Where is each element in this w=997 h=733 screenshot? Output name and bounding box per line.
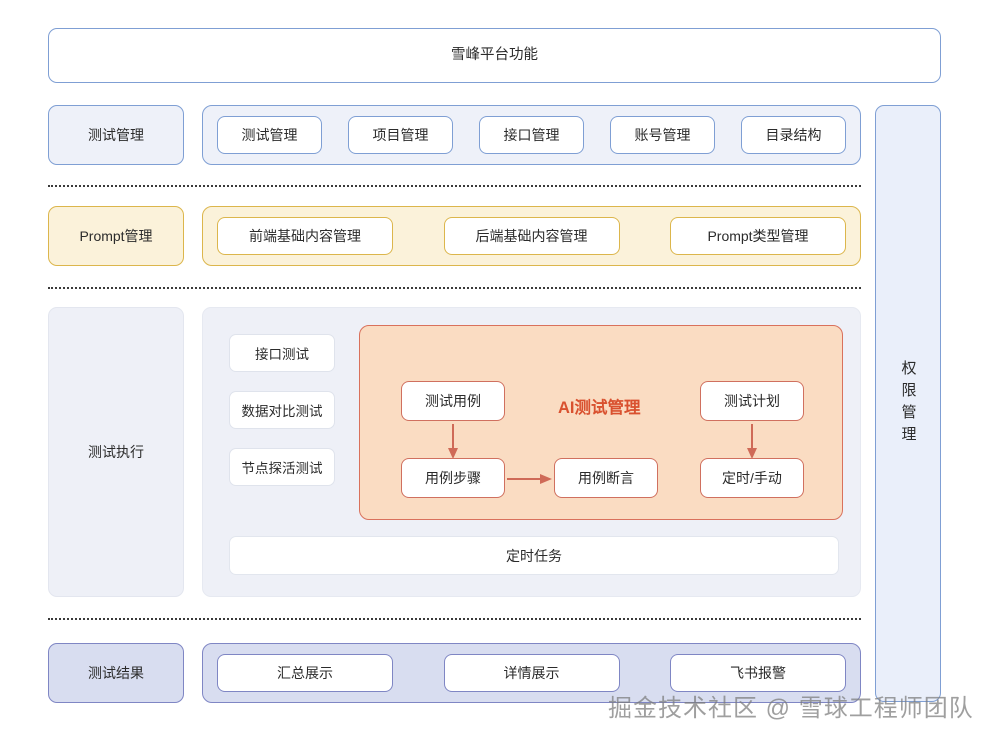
chip-project-management-label: 项目管理 — [372, 127, 429, 143]
row-label-test-execution[interactable]: 测试执行 — [48, 307, 184, 597]
chip-directory-structure[interactable]: 目录结构 — [741, 116, 846, 154]
chip-frontend-base-content[interactable]: 前端基础内容管理 — [217, 217, 393, 255]
arrow-right-icon-step-to-assert — [507, 474, 552, 484]
chip-account-management[interactable]: 账号管理 — [610, 116, 715, 154]
ai-node-test-case[interactable]: 测试用例 — [401, 381, 505, 421]
ai-node-case-assertion-label: 用例断言 — [578, 470, 634, 486]
chip-interface-test[interactable]: 接口测试 — [229, 334, 335, 372]
permission-management-label: 权限管理 — [899, 359, 917, 448]
ai-test-management-panel: AI测试管理 测试用例 用例步骤 用例断言 测试计划 — [359, 325, 843, 520]
permission-management-panel[interactable]: 权限管理 — [875, 105, 941, 702]
ai-node-case-steps[interactable]: 用例步骤 — [401, 458, 505, 498]
chip-test-management[interactable]: 测试管理 — [217, 116, 322, 154]
chip-backend-base-content[interactable]: 后端基础内容管理 — [443, 217, 620, 255]
chip-backend-base-content-label: 后端基础内容管理 — [475, 228, 588, 244]
chip-node-liveness-test-label: 节点探活测试 — [241, 461, 323, 476]
row-label-test-result[interactable]: 测试结果 — [48, 643, 184, 703]
row-label-test-result-text: 测试结果 — [88, 664, 144, 681]
chip-prompt-type-management[interactable]: Prompt类型管理 — [670, 217, 846, 255]
chip-interface-management[interactable]: 接口管理 — [479, 116, 584, 154]
row-label-test-management-text: 测试管理 — [88, 126, 144, 143]
row-label-prompt-management[interactable]: Prompt管理 — [48, 206, 184, 266]
chip-project-management[interactable]: 项目管理 — [348, 116, 453, 154]
row-label-test-management[interactable]: 测试管理 — [48, 105, 184, 165]
chip-node-liveness-test[interactable]: 节点探活测试 — [229, 448, 335, 486]
chip-summary-display[interactable]: 汇总展示 — [217, 654, 393, 692]
chip-prompt-type-management-label: Prompt类型管理 — [707, 228, 809, 244]
scheduled-task-bar-label: 定时任务 — [506, 547, 562, 564]
ai-node-test-plan[interactable]: 测试计划 — [700, 381, 804, 421]
chip-feishu-alert[interactable]: 飞书报警 — [670, 654, 846, 692]
ai-node-test-case-label: 测试用例 — [425, 393, 481, 409]
row-group-prompt-management: 前端基础内容管理 后端基础内容管理 Prompt类型管理 — [202, 206, 861, 266]
chip-data-compare-test[interactable]: 数据对比测试 — [229, 391, 335, 429]
platform-title-banner: 雪峰平台功能 — [48, 28, 941, 83]
ai-node-case-steps-label: 用例步骤 — [425, 470, 481, 486]
chip-account-management-label: 账号管理 — [634, 127, 691, 143]
row-group-test-management: 测试管理 项目管理 接口管理 账号管理 目录结构 — [202, 105, 861, 165]
divider-two — [48, 287, 861, 289]
scheduled-task-bar[interactable]: 定时任务 — [229, 536, 839, 575]
chip-data-compare-test-label: 数据对比测试 — [241, 404, 323, 419]
platform-title-text: 雪峰平台功能 — [451, 46, 538, 63]
chip-interface-test-label: 接口测试 — [255, 347, 309, 362]
arrow-down-icon-case-to-step — [448, 424, 458, 459]
ai-node-schedule-or-manual[interactable]: 定时/手动 — [700, 458, 804, 498]
chip-detail-display-label: 详情展示 — [503, 665, 560, 681]
divider-one — [48, 185, 861, 187]
ai-node-case-assertion[interactable]: 用例断言 — [554, 458, 658, 498]
row-group-test-result: 汇总展示 详情展示 飞书报警 — [202, 643, 861, 703]
row-group-test-execution: 接口测试 数据对比测试 节点探活测试 AI测试管理 测试用例 用例步骤 — [202, 307, 861, 597]
chip-interface-management-label: 接口管理 — [503, 127, 560, 143]
ai-node-schedule-or-manual-label: 定时/手动 — [722, 470, 782, 486]
chip-detail-display[interactable]: 详情展示 — [443, 654, 620, 692]
ai-panel-title: AI测试管理 — [558, 399, 641, 417]
chip-directory-structure-label: 目录结构 — [765, 127, 822, 143]
row-label-prompt-management-text: Prompt管理 — [79, 227, 153, 244]
watermark-text: 掘金技术社区 @ 雪球工程师团队 — [608, 695, 974, 722]
execution-side-list: 接口测试 数据对比测试 节点探活测试 — [229, 334, 335, 486]
chip-summary-display-label: 汇总展示 — [277, 665, 333, 681]
arrow-down-icon-plan-to-trigger — [747, 424, 757, 459]
ai-node-test-plan-label: 测试计划 — [724, 393, 780, 409]
row-label-test-execution-text: 测试执行 — [88, 444, 144, 460]
divider-three — [48, 618, 861, 620]
chip-feishu-alert-label: 飞书报警 — [730, 665, 786, 681]
chip-frontend-base-content-label: 前端基础内容管理 — [249, 228, 361, 244]
chip-test-management-label: 测试管理 — [241, 127, 298, 143]
